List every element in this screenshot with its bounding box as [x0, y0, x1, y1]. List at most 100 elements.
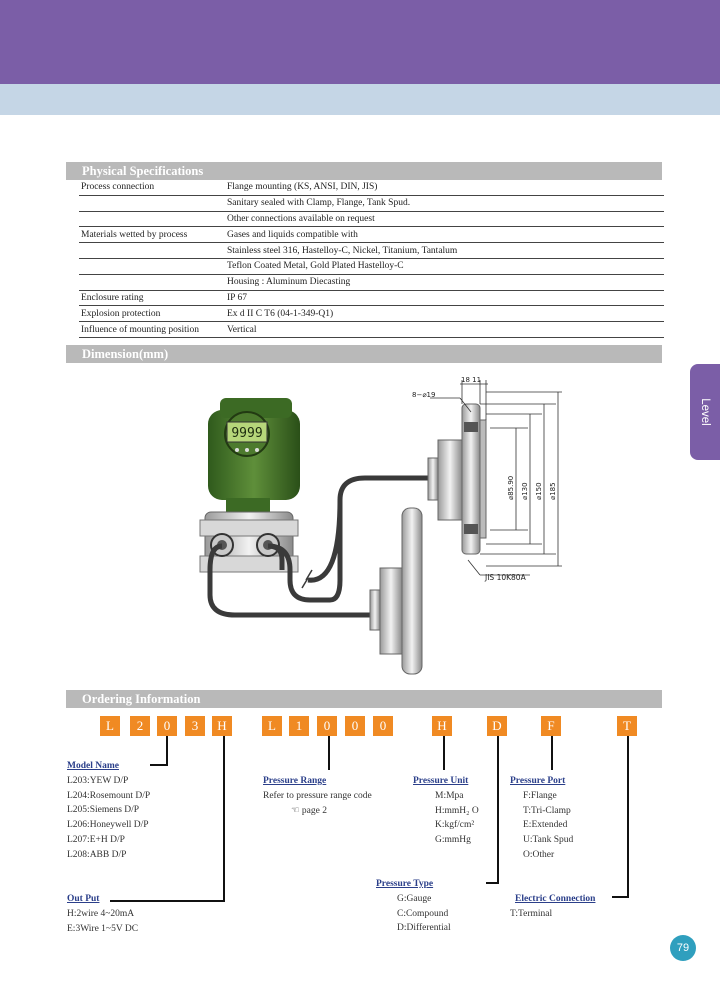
pressure-range-group: Pressure Range Refer to pressure range c…: [263, 774, 372, 818]
diameter-label-2: ⌀130: [521, 482, 529, 500]
order-code-box: 3: [185, 716, 205, 736]
spec-value: Vertical: [227, 321, 664, 338]
pressure-type-item: G:Gauge: [397, 893, 432, 904]
pressure-range-note: Refer to pressure range code: [263, 790, 372, 801]
pressure-port-item: T:Tri-Clamp: [523, 805, 571, 816]
pressure-unit-heading: Pressure Unit: [413, 776, 469, 786]
ordering-title: Ordering Information: [66, 690, 662, 708]
pressure-range-heading: Pressure Range: [263, 776, 327, 786]
connector-line: [551, 736, 553, 770]
model-name-item: L206:Honeywell D/P: [67, 820, 149, 831]
pressure-range-page-ref: ☜ page 2: [291, 805, 327, 816]
diameter-label-3: ⌀150: [535, 482, 543, 500]
order-code-box: 0: [373, 716, 393, 736]
spec-label: [79, 195, 227, 212]
pressure-port-item: O:Other: [523, 849, 555, 860]
page-number-badge: 79: [670, 935, 696, 961]
order-code-box: L: [262, 716, 282, 736]
order-code-box: 2: [130, 716, 150, 736]
spec-row: Teflon Coated Metal, Gold Plated Hastell…: [79, 258, 664, 275]
dimension-drawing: 9999: [190, 370, 680, 680]
order-code-box: L: [100, 716, 120, 736]
spec-label: Explosion protection: [79, 305, 227, 323]
model-name-group: Model Name L203:YEW D/P L204:Rosemount D…: [67, 759, 150, 863]
connector-line: [223, 736, 225, 902]
spec-label: [79, 211, 227, 228]
pressure-type-item: D:Differential: [397, 923, 451, 934]
connector-line: [627, 736, 629, 898]
lcd-display: 9999: [231, 426, 262, 441]
spec-row: Other connections available on request: [79, 211, 664, 228]
pressure-type-heading: Pressure Type: [376, 879, 434, 889]
model-name-item: L204:Rosemount D/P: [67, 790, 151, 801]
output-group: Out Put H:2wire 4~20mA E:3Wire 1~5V DC: [67, 892, 138, 936]
pressure-unit-item: G:mmHg: [435, 835, 471, 846]
standard-label: JIS 10K80A: [484, 573, 527, 582]
output-item: H:2wire 4~20mA: [67, 908, 135, 919]
spec-label: Influence of mounting position: [79, 321, 227, 338]
pressure-port-item: F:Flange: [523, 790, 557, 801]
spec-value: IP 67: [227, 290, 664, 307]
spec-label: Process connection: [79, 180, 227, 196]
dimension-title: Dimension(mm): [66, 345, 662, 363]
spec-row: Stainless steel 316, Hastelloy-C, Nickel…: [79, 242, 664, 259]
order-code-box: F: [541, 716, 561, 736]
connector-line: [328, 736, 330, 770]
spec-label: [79, 258, 227, 275]
spec-label: [79, 242, 227, 259]
output-item: E:3Wire 1~5V DC: [67, 923, 139, 934]
pressure-port-heading: Pressure Port: [510, 776, 566, 786]
spec-value: Sanitary sealed with Clamp, Flange, Tank…: [227, 195, 664, 212]
physical-specs-title: Physical Specifications: [66, 162, 662, 180]
diameter-label-4: ⌀185: [549, 482, 557, 500]
transmitter-diagram: 9999: [199, 376, 562, 675]
electric-connection-item: T:Terminal: [510, 908, 553, 919]
thickness-label: 18 11: [461, 376, 481, 384]
connector-line: [486, 882, 499, 884]
order-code-box: H: [212, 716, 232, 736]
holes-label: 8−⌀19: [412, 391, 435, 399]
model-name-item: L207:E+H D/P: [67, 834, 125, 845]
spec-value: Housing : Aluminum Diecasting: [227, 274, 664, 291]
order-code-box: 0: [345, 716, 365, 736]
spec-value: Flange mounting (KS, ANSI, DIN, JIS): [227, 180, 664, 196]
order-code-box: 1: [289, 716, 309, 736]
pressure-unit-item: K:kgf/cm²: [435, 820, 475, 831]
spec-label: Enclosure rating: [79, 290, 227, 307]
pressure-port-item: E:Extended: [523, 820, 568, 831]
pressure-unit-group: Pressure Unit M:Mpa H:mmH₂ O K:kgf/cm² G…: [413, 774, 479, 848]
connector-line: [110, 900, 225, 902]
spec-label: [79, 274, 227, 291]
model-name-item: L205:Siemens D/P: [67, 805, 140, 816]
header-subband: [0, 84, 720, 115]
order-code-box: D: [487, 716, 507, 736]
order-code-box: T: [617, 716, 637, 736]
side-tab-label: Level: [699, 398, 711, 426]
diameter-label-1: ⌀85.90: [507, 476, 515, 500]
model-name-item: L208:ABB D/P: [67, 849, 127, 860]
spec-value: Other connections available on request: [227, 211, 664, 228]
model-name-item: L203:YEW D/P: [67, 775, 129, 786]
pressure-port-group: Pressure Port F:Flange T:Tri-Clamp E:Ext…: [510, 774, 573, 863]
pressure-port-item: U:Tank Spud: [523, 835, 574, 846]
header-band: [0, 0, 720, 84]
order-code-box: 0: [157, 716, 177, 736]
level-side-tab[interactable]: Level: [690, 364, 720, 460]
order-code-box: H: [432, 716, 452, 736]
connector-line: [150, 764, 168, 766]
output-heading: Out Put: [67, 894, 100, 904]
pressure-type-group: Pressure Type G:Gauge C:Compound D:Diffe…: [376, 877, 451, 936]
model-name-heading: Model Name: [67, 761, 119, 771]
spec-row: Sanitary sealed with Clamp, Flange, Tank…: [79, 195, 664, 212]
spec-value: Stainless steel 316, Hastelloy-C, Nickel…: [227, 242, 664, 259]
electric-connection-heading: Electric Connection: [515, 894, 596, 904]
spec-row: Housing : Aluminum Diecasting: [79, 274, 664, 291]
electric-connection-group: Electric Connection T:Terminal: [510, 892, 596, 922]
spec-value: Gases and liquids compatible with: [227, 226, 664, 244]
